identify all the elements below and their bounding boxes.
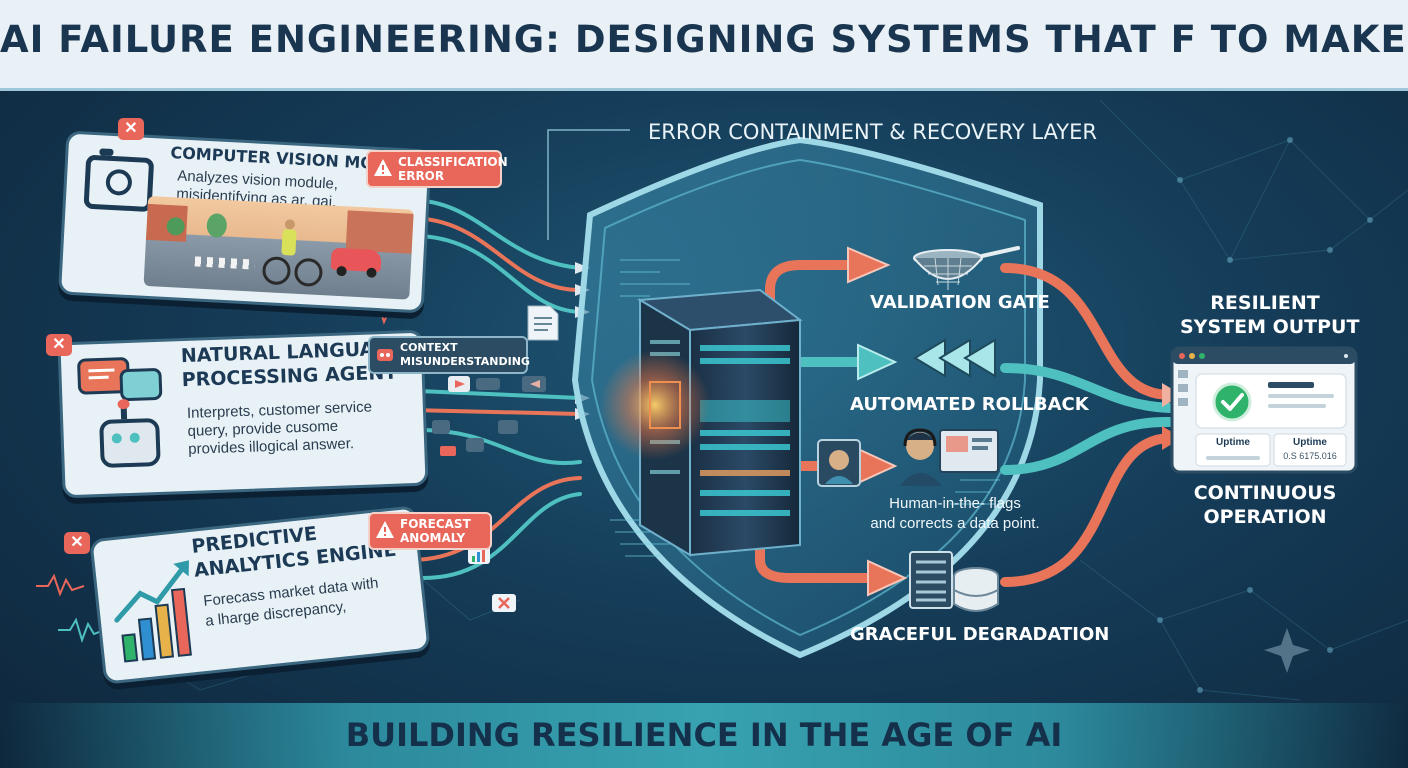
user-badge-icon: [817, 439, 861, 487]
street-scene-image: [143, 195, 414, 300]
uptime-stat-1: Uptime: [1216, 437, 1250, 448]
sparkle-icon: [1264, 628, 1310, 673]
badge-forecast-anomaly: FORECAST ANOMALY: [368, 512, 492, 550]
media-chips: [432, 376, 546, 456]
uptime-stat-2-value: 0.S 6175.016: [1283, 451, 1337, 461]
badge-text: CONTEXT MISUNDERSTANDING: [400, 341, 530, 368]
footer-banner: [0, 703, 1408, 768]
footer-title: BUILDING RESILIENCE IN THE AGE OF AI: [345, 716, 1063, 754]
output-title-line-2: SYSTEM OUTPUT: [1180, 316, 1360, 338]
rewind-icon: [913, 338, 996, 378]
close-icon-vision[interactable]: ✕: [118, 118, 144, 140]
output-connectors: [1000, 263, 1175, 587]
robot-small-icon: [377, 349, 393, 361]
checkmark-icon: [1221, 393, 1244, 411]
badge-text: FORECAST ANOMALY: [400, 517, 471, 545]
chat-bubble-icon: [119, 367, 163, 402]
badge-text: CLASSIFICATION ERROR: [398, 155, 508, 183]
title-banner: [0, 0, 1408, 91]
bar-chart-icon: [114, 560, 192, 663]
close-icon-nlp[interactable]: ✕: [46, 334, 72, 356]
human-in-loop-label-2: and corrects a data point.: [870, 515, 1040, 532]
card-predictive-analytics: PREDICTIVE ANALYTICS ENGINE Forecass mar…: [89, 505, 431, 685]
validation-gate-label: VALIDATION GATE: [870, 292, 1050, 313]
warning-icon: [374, 159, 392, 176]
human-in-loop-label-1: Human-in-the- flags: [889, 495, 1021, 512]
camera-icon: [83, 148, 155, 213]
robot-icon: [99, 398, 161, 468]
output-title-line-1: RESILIENT: [1210, 292, 1320, 314]
server-icon: [600, 288, 803, 557]
database-icon: [909, 551, 999, 612]
badge-context-misunderstanding: CONTEXT MISUNDERSTANDING: [368, 336, 530, 374]
uptime-stat-2: Uptime: [1293, 437, 1327, 448]
output-dashboard: [1170, 346, 1358, 474]
page-title: AI FAILURE ENGINEERING: DESIGNING SYSTEM…: [0, 18, 1408, 61]
strainer-icon: [913, 246, 1020, 290]
automated-rollback-label: AUTOMATED ROLLBACK: [850, 394, 1089, 415]
document-icon: [527, 305, 559, 341]
graceful-degradation-label: GRACEFUL DEGRADATION: [850, 624, 1110, 645]
operation-label: OPERATION: [1203, 506, 1327, 528]
continuous-label: CONTINUOUS: [1193, 482, 1337, 504]
warning-icon: [376, 521, 394, 538]
containment-layer-label: ERROR CONTAINMENT & RECOVERY LAYER: [648, 120, 1097, 144]
close-icon: [492, 594, 516, 612]
nlp-title-line-2: PROCESSING AGENT: [181, 361, 398, 392]
input-connectors: [393, 198, 582, 581]
badge-classification-error: CLASSIFICATION ERROR: [366, 150, 508, 188]
operator-icon: [900, 428, 999, 486]
close-icon-predictive[interactable]: ✕: [64, 532, 90, 554]
mechanism-arrows: [755, 260, 875, 583]
